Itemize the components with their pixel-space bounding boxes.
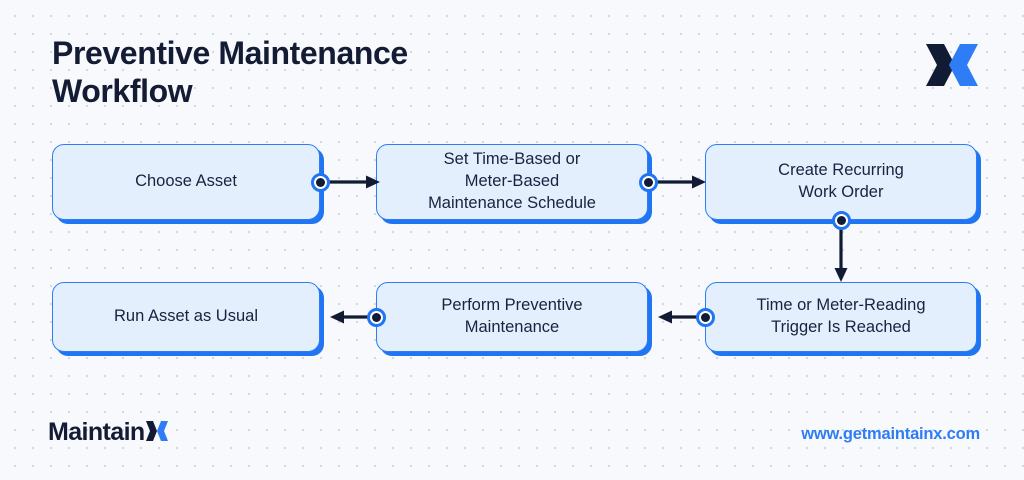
connector-dot-perform-maintenance-out	[367, 307, 386, 327]
node-perform-maintenance[interactable]: Perform Preventive Maintenance	[376, 282, 648, 352]
footer-website-url[interactable]: www.getmaintainx.com	[801, 425, 980, 443]
connector-dot-create-work-order-out	[831, 211, 851, 230]
connector-dot-set-schedule-out	[639, 172, 658, 192]
page-title: Preventive Maintenance Workflow	[52, 35, 408, 110]
node-run-asset[interactable]: Run Asset as Usual	[52, 282, 320, 352]
node-create-work-order[interactable]: Create Recurring Work Order	[705, 144, 977, 220]
node-set-schedule[interactable]: Set Time-Based or Meter-Based Maintenanc…	[376, 144, 648, 220]
connector-dot-trigger-reached-out	[696, 307, 715, 327]
node-choose-asset[interactable]: Choose Asset	[52, 144, 320, 220]
footer-brand-logo: Maintain	[48, 418, 168, 447]
maintainx-x-logo-icon	[926, 44, 978, 86]
edge-choose-asset-to-set-schedule	[324, 175, 380, 189]
edge-create-work-order-to-trigger-reached	[834, 222, 848, 282]
node-trigger-reached[interactable]: Time or Meter-Reading Trigger Is Reached	[705, 282, 977, 352]
maintainx-x-letter-icon	[145, 421, 168, 441]
footer-logo-text: Maintain	[48, 418, 145, 446]
edge-set-schedule-to-create-work-order	[652, 175, 706, 189]
connector-dot-choose-asset-out	[311, 172, 330, 192]
